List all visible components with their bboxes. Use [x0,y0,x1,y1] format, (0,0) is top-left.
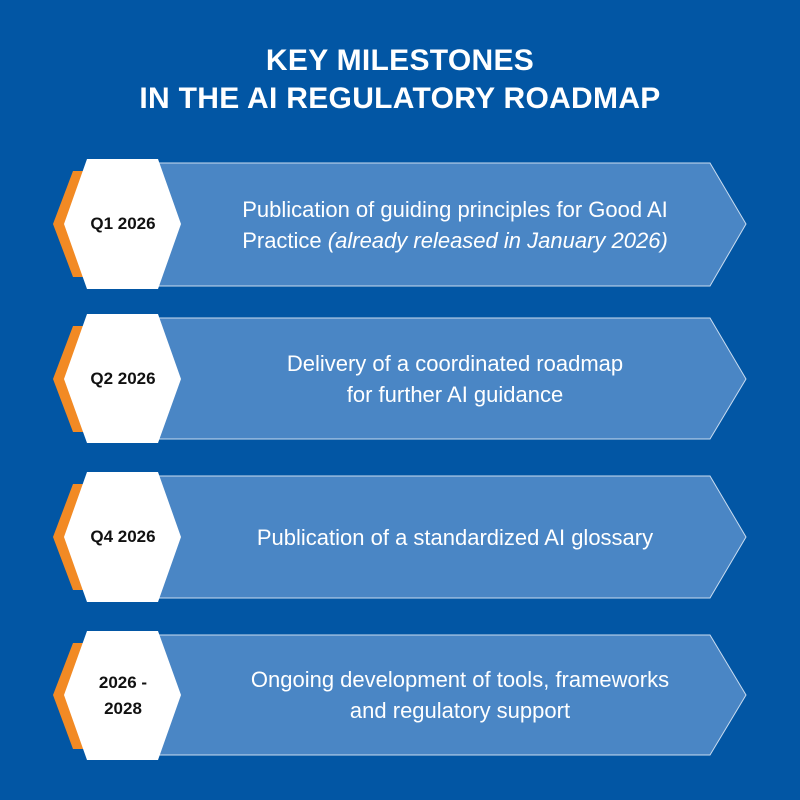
page-title: KEY MILESTONES IN THE AI REGULATORY ROAD… [0,42,800,118]
milestone-period: 2026 - 2028 [98,672,148,718]
hexagon-badge [64,472,181,602]
hexagon-badge [64,314,181,443]
milestone-period: Q2 2026 [90,369,156,388]
hexagon-badge [64,631,181,760]
milestone-shape [53,472,747,602]
milestone-description: Publication of guiding principles for Go… [242,196,668,253]
milestone-shape [53,314,747,443]
title-line-1: KEY MILESTONES [265,44,535,77]
milestone-row-q4-2026: Q4 2026 Publication of a standardized AI… [0,472,800,602]
milestone-period: Q1 2026 [90,214,156,233]
milestone-row-q1-2026: Q1 2026 Publication of guiding principle… [0,159,800,289]
hexagon-badge [64,159,181,289]
milestone-shape [53,631,747,760]
title-line-2: IN THE AI REGULATORY ROADMAP [139,82,661,115]
milestone-shape [53,159,747,289]
milestone-description: Ongoing development of tools, frameworks… [250,667,670,723]
milestone-note: (already released in January 2026) [327,227,668,253]
milestone-row-2026-2028: 2026 - 2028 Ongoing development of tools… [0,631,800,761]
milestone-period: Q4 2026 [90,527,156,546]
milestone-row-q2-2026: Q2 2026 Delivery of a coordinated roadma… [0,314,800,444]
milestone-description: Publication of a standardized AI glossar… [256,524,654,550]
milestone-description: Delivery of a coordinated roadmap for fu… [286,350,624,407]
